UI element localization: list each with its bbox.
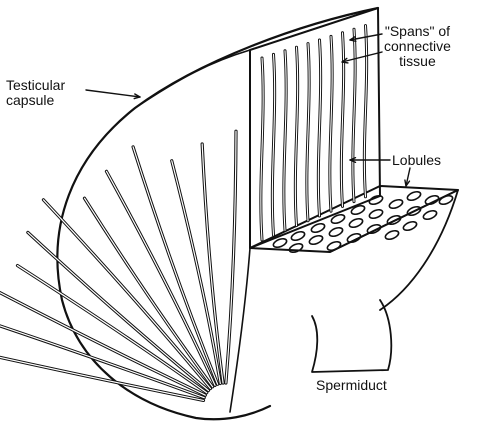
organ-outline [57,8,378,419]
lobule-cross-section [384,229,400,241]
label-spermiduct: Spermiduct [316,378,387,393]
lobule-cross-sections [272,190,454,254]
lobule-cross-section [402,220,418,232]
lobule-cross-section [406,190,422,202]
lobule-cross-section [308,234,324,246]
lobule-cross-section [368,194,384,206]
spermiduct-tube [312,300,391,372]
spans-leader-lower [342,52,382,62]
lobule-cross-section [326,240,342,252]
lobule-cross-section [424,194,440,206]
lobule-cross-section [388,198,404,210]
lobule-cross-section [328,226,344,238]
lobule-cross-section [366,223,382,235]
organ-top-edge [135,50,250,108]
lobule-cross-section [348,217,364,229]
capsule-leader [86,90,140,97]
label-spans-connective-tissue: "Spans" of connective tissue [384,24,451,69]
lobule-line [226,131,236,383]
label-testicular-capsule: Testicular capsule [6,78,65,108]
lobule-cross-section [350,204,366,216]
lobule-cross-section [288,242,304,254]
lobule-cross-section [346,232,362,244]
label-lobules: Lobules [392,153,441,168]
lobule-line [43,200,210,389]
lobule-line [84,198,212,387]
lobule-cross-section [438,194,454,206]
lobule-cross-section [422,209,438,221]
leader-lines [86,34,410,186]
lobule-cross-section [368,208,384,220]
